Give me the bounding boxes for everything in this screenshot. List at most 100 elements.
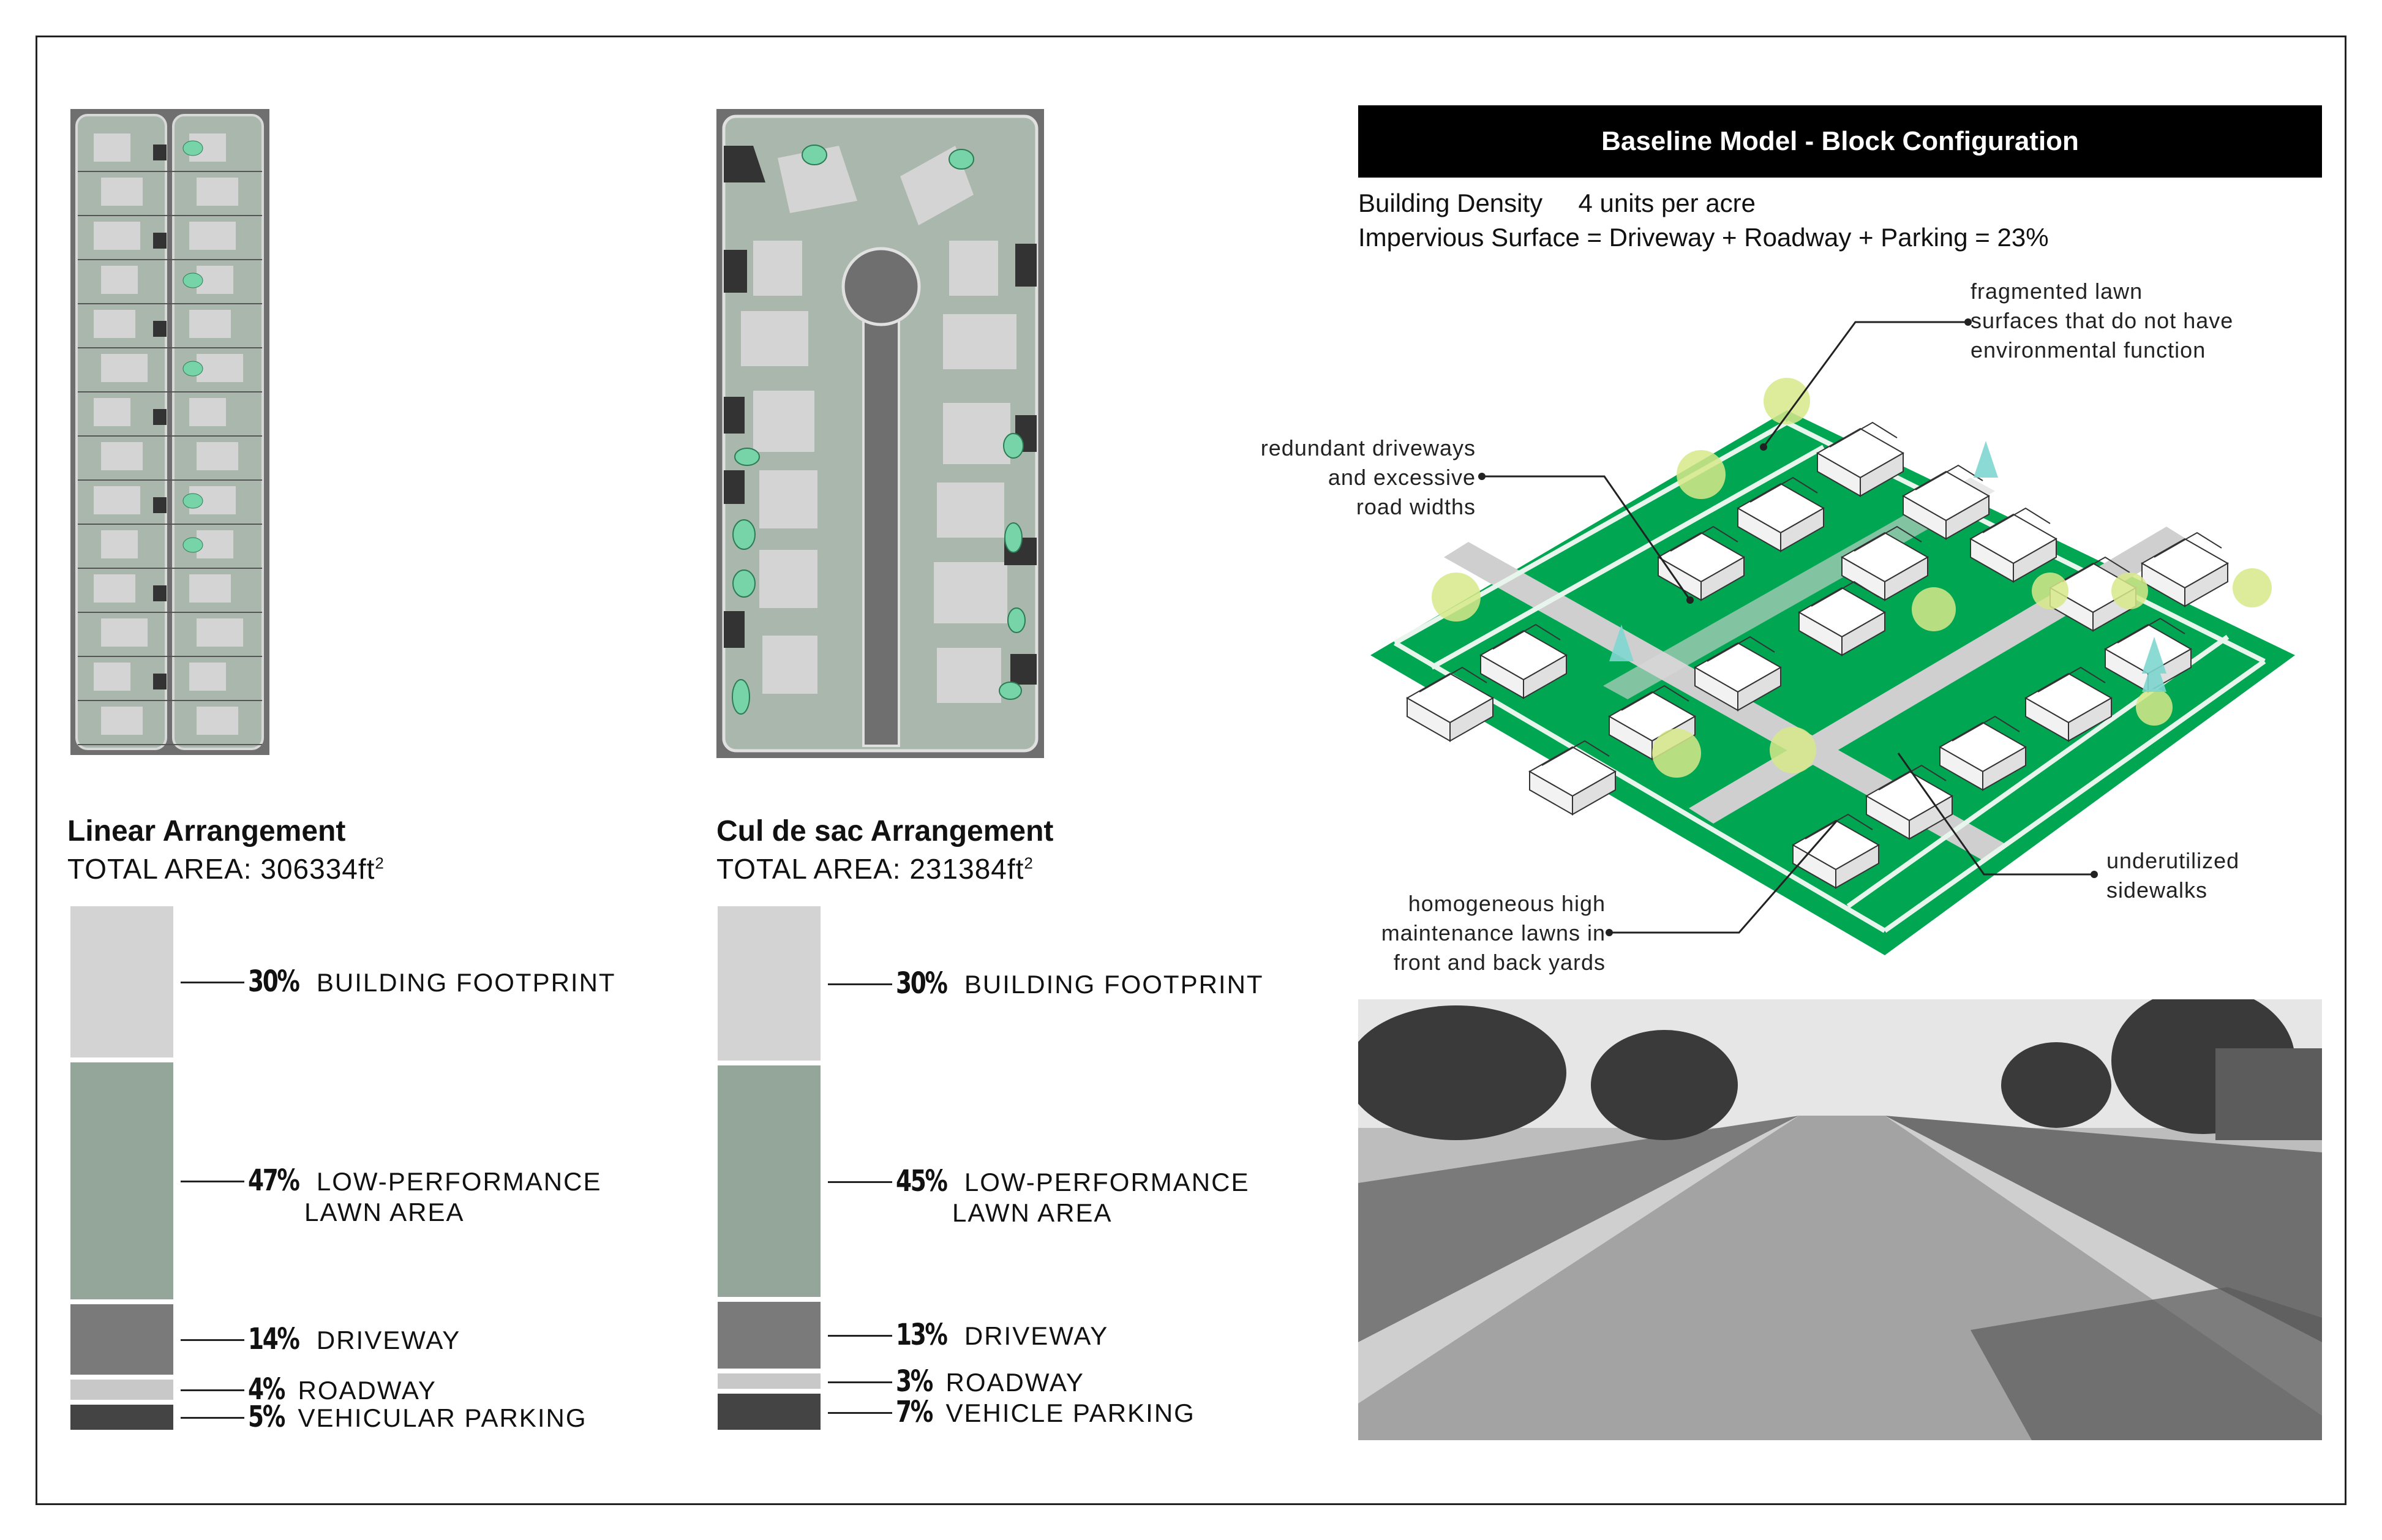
underutilized-line-1: underutilized <box>2106 848 2240 873</box>
linear-label-text2-1: LAWN AREA <box>304 1198 465 1227</box>
annotation-underutilized-sidewalks: underutilized sidewalks <box>2106 846 2239 905</box>
culdesac-label-pct-3: 3% <box>896 1364 933 1399</box>
linear-label-pct-0: 30% <box>248 964 300 999</box>
culdesac-label-text-0: BUILDING FOOTPRINT <box>964 969 1264 999</box>
underutilized-line-2: sidewalks <box>2106 877 2208 903</box>
linear-label-pct-1: 47% <box>248 1163 300 1198</box>
linear-building <box>101 266 138 294</box>
culdesac-label-0: 30%BUILDING FOOTPRINT <box>896 966 1264 1001</box>
culdesac-label-text-2: DRIVEWAY <box>964 1321 1109 1351</box>
linear-bar-segment-1 <box>70 1062 173 1299</box>
culdesac-bar-segment-4 <box>718 1394 821 1430</box>
impervious-line: Impervious Surface = Driveway + Roadway … <box>1358 223 2049 252</box>
linear-bar-segment-3 <box>70 1379 173 1400</box>
linear-building <box>94 574 135 603</box>
homogeneous-line-1: homogeneous high <box>1408 891 1606 916</box>
iso-house <box>1901 464 1991 540</box>
iso-house <box>1816 421 1905 497</box>
linear-driveway <box>153 145 167 160</box>
linear-driveway <box>153 321 167 337</box>
page-frame <box>36 36 2346 1505</box>
linear-building <box>197 618 243 647</box>
linear-label-pct-3: 4% <box>248 1372 285 1407</box>
linear-building <box>101 354 148 382</box>
redundant-line-3: road widths <box>1356 494 1476 519</box>
linear-label-pct-2: 14% <box>248 1322 300 1357</box>
linear-label-pct-4: 5% <box>248 1400 285 1435</box>
linear-title: Linear Arrangement <box>67 815 346 847</box>
culdesac-label-2: 13% DRIVEWAY <box>896 1318 1108 1352</box>
density-label: Building Density <box>1358 189 1543 217</box>
culdesac-total-area: TOTAL AREA: 231384ft2 <box>716 852 1034 885</box>
culdesac-bar-segment-3 <box>718 1373 821 1389</box>
redundant-line-2: and excessive <box>1328 465 1476 490</box>
linear-building <box>101 707 143 735</box>
linear-leader-2 <box>181 1339 244 1342</box>
iso-house <box>2140 531 2230 607</box>
linear-label-text-0: BUILDING FOOTPRINT <box>316 968 616 997</box>
linear-label-4: 5% VEHICULAR PARKING <box>248 1400 587 1434</box>
street-photo <box>1358 999 2322 1440</box>
linear-bar-segment-0 <box>70 906 173 1057</box>
linear-building <box>197 442 238 470</box>
linear-building <box>101 178 143 206</box>
density-value: 4 units per acre <box>1578 189 1756 217</box>
linear-building <box>101 442 143 470</box>
linear-leader-3 <box>181 1389 244 1392</box>
annotation-fragmented-lawn: fragmented lawn surfaces that do not hav… <box>1971 277 2233 365</box>
linear-label-2: 14% DRIVEWAY <box>248 1322 460 1356</box>
iso-house <box>1840 525 1929 601</box>
iso-house <box>1693 636 1783 712</box>
iso-house <box>1797 580 1887 656</box>
linear-bar-segment-4 <box>70 1404 173 1430</box>
linear-driveway <box>153 674 167 689</box>
iso-house <box>1528 740 1617 816</box>
culdesac-label-4: 7%VEHICLE PARKING <box>896 1395 1195 1429</box>
iso-house <box>1969 507 2058 583</box>
linear-building <box>197 354 243 382</box>
culdesac-bar-segment-0 <box>718 906 821 1061</box>
culdesac-label-3: 3% ROADWAY <box>896 1364 1084 1399</box>
density-line: Building Density 4 units per acre <box>1358 189 1756 218</box>
annotation-redundant-driveways: redundant driveways and excessive road w… <box>1243 434 1476 522</box>
linear-area-sup: 2 <box>375 854 385 873</box>
linear-site-plan <box>70 109 269 755</box>
linear-building <box>189 398 226 426</box>
fragmented-line-1: fragmented lawn <box>1971 279 2143 304</box>
linear-building <box>189 663 226 691</box>
linear-tree <box>182 361 203 377</box>
culdesac-label-text-3: ROADWAY <box>945 1367 1084 1397</box>
culdesac-leader-1 <box>828 1181 892 1183</box>
linear-building <box>189 574 231 603</box>
annotation-homogeneous-lawns: homogeneous high maintenance lawns in fr… <box>1317 889 1606 977</box>
linear-building <box>101 618 148 647</box>
culdesac-label-pct-4: 7% <box>896 1394 933 1429</box>
linear-total-area: TOTAL AREA: 306334ft2 <box>67 852 385 885</box>
iso-house <box>1791 813 1880 889</box>
linear-building <box>197 707 238 735</box>
homogeneous-line-2: maintenance lawns in <box>1381 920 1606 945</box>
linear-driveway <box>153 233 167 249</box>
linear-tree <box>182 493 203 509</box>
linear-building <box>189 222 236 250</box>
culdesac-site-plan <box>716 109 1044 758</box>
linear-tree <box>182 537 203 553</box>
linear-label-text-1: LOW-PERFORMANCE <box>316 1167 602 1196</box>
linear-tree <box>182 140 203 156</box>
culdesac-area-sup: 2 <box>1024 854 1034 873</box>
culdesac-leader-2 <box>828 1335 892 1337</box>
linear-building <box>101 530 138 558</box>
linear-label-0: 30% BUILDING FOOTPRINT <box>248 964 616 999</box>
linear-label-text-2: DRIVEWAY <box>316 1326 461 1355</box>
linear-driveway <box>153 409 167 425</box>
culdesac-label-text2-1: LAWN AREA <box>952 1198 1113 1227</box>
linear-area-text: TOTAL AREA: 306334ft <box>67 853 375 885</box>
culdesac-label-pct-2: 13% <box>896 1318 948 1353</box>
linear-label-text-4: VEHICULAR PARKING <box>298 1403 587 1433</box>
linear-driveway <box>153 497 167 513</box>
linear-building <box>94 486 140 514</box>
culdesac-bar-segment-1 <box>718 1065 821 1297</box>
